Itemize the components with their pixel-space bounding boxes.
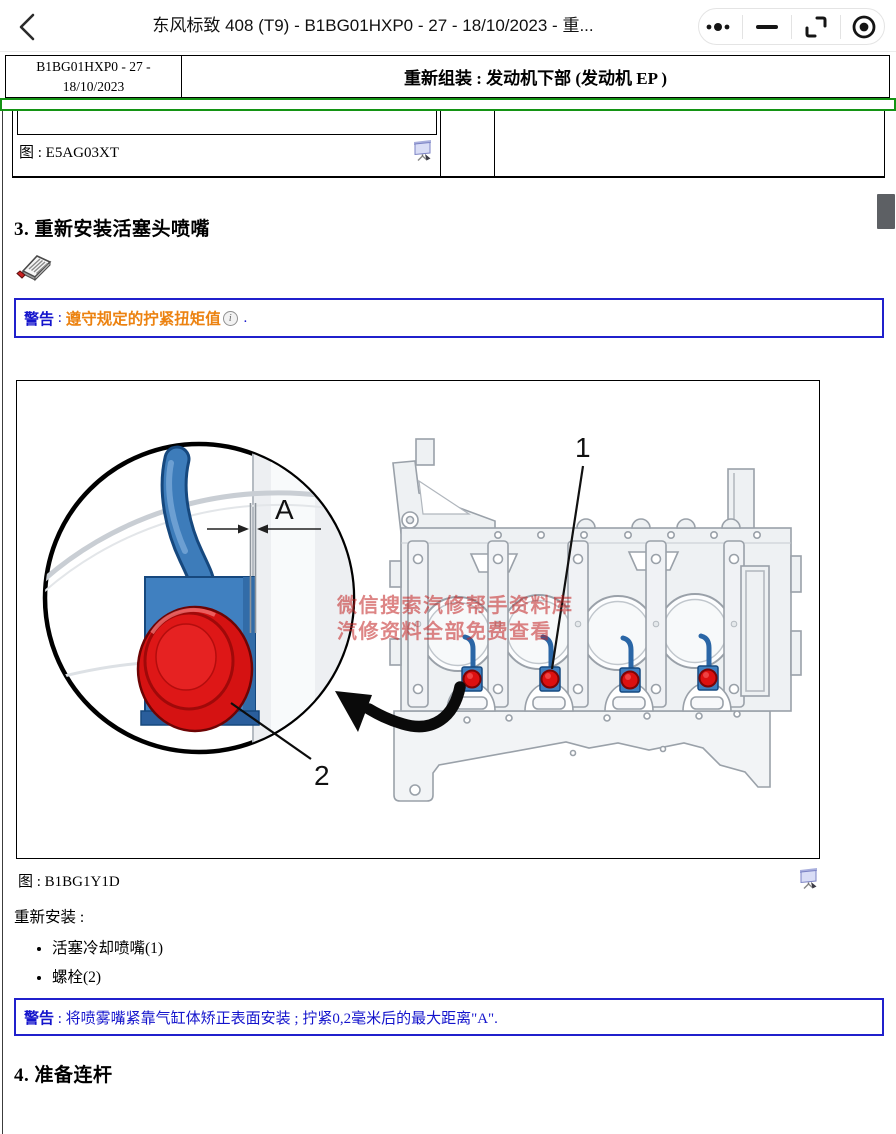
figure-caption-row: 图 : B1BG1Y1D	[16, 868, 820, 892]
section-4-heading: 4. 准备连杆	[14, 1065, 113, 1086]
capsule-divider	[790, 14, 792, 39]
zoom-arrow	[335, 681, 466, 733]
chevron-left-icon	[19, 13, 35, 41]
callout-2-label: 2	[314, 760, 330, 791]
reinstall-list: 活塞冷却喷嘴(1) 螺栓(2)	[52, 936, 163, 987]
top-figure-image-clipped	[17, 111, 437, 135]
restore-window-icon[interactable]	[801, 14, 831, 40]
watermark-line2: 汽修资料全部免费查看	[337, 619, 552, 643]
topbar: 东风标致 408 (T9) - B1BG01HXP0 - 27 - 18/10/…	[0, 0, 896, 52]
list-item: 螺栓(2)	[52, 965, 163, 987]
warning-label: 警告	[24, 1010, 55, 1027]
top-figure-cell: 图 : E5AG03XT	[13, 111, 441, 176]
info-icon[interactable]: i	[222, 310, 238, 326]
reinstall-title: 重新安装 :	[14, 909, 85, 926]
doc-reference: B1BG01HXP0 - 27 - 18/10/2023	[6, 56, 182, 97]
back-button[interactable]	[14, 12, 44, 42]
torque-value-link[interactable]: 遵守规定的拧紧扭矩值	[65, 311, 221, 328]
keypad-note-icon[interactable]	[16, 250, 52, 287]
green-table-strip	[0, 98, 896, 111]
watermark: 微信搜索汽修帮手资料库 汽修资料全部免费查看	[336, 593, 574, 643]
doc-ref-line2: 18/10/2023	[62, 78, 125, 94]
top-table-empty-cell	[495, 111, 884, 176]
more-dots-icon[interactable]	[703, 14, 733, 40]
projector-screen-icon[interactable]	[799, 868, 818, 894]
minimize-icon[interactable]	[752, 14, 782, 40]
engine-diagram: 1	[42, 432, 802, 802]
warning-suffix: .	[239, 309, 248, 326]
section-3-heading: 3. 重新安装活塞头喷嘴	[14, 219, 211, 240]
list-item: 活塞冷却喷嘴(1)	[52, 936, 163, 958]
top-table-spacer-cell	[441, 111, 495, 176]
dimension-a: A	[207, 494, 321, 534]
callout-2-leader	[230, 702, 312, 760]
doc-header-table: B1BG01HXP0 - 27 - 18/10/2023 重新组装 : 发动机下…	[5, 55, 890, 98]
capsule-divider	[839, 14, 841, 39]
detail-inset-art	[45, 444, 353, 752]
doc-title: 重新组装 : 发动机下部 (发动机 EP )	[403, 69, 668, 88]
warning-text: : 将喷雾嘴紧靠气缸体矫正表面安装 ; 拧紧0,2毫米后的最大距离"A".	[54, 1010, 498, 1027]
engine-block-art	[389, 438, 802, 802]
content-left-border	[2, 111, 3, 1134]
window-title: 东风标致 408 (T9) - B1BG01HXP0 - 27 - 18/10/…	[152, 16, 594, 35]
warning-box-install: 警告 : 将喷雾嘴紧靠气缸体矫正表面安装 ; 拧紧0,2毫米后的最大距离"A".	[14, 998, 884, 1036]
warning-label: 警告	[24, 311, 55, 328]
scrollbar-thumb[interactable]	[877, 194, 895, 229]
callout-1-label: 1	[575, 432, 591, 463]
warning-separator: :	[54, 309, 66, 326]
target-close-icon[interactable]	[849, 14, 879, 40]
oil-jet-nozzles	[461, 633, 719, 693]
projector-screen-icon[interactable]	[413, 140, 432, 166]
doc-ref-line1: B1BG01HXP0 - 27 -	[36, 58, 151, 74]
capsule-divider	[742, 14, 744, 39]
watermark-line1: 微信搜索汽修帮手资料库	[336, 593, 574, 617]
callout-1-leader	[550, 465, 585, 670]
top-figure-table: 图 : E5AG03XT	[12, 111, 885, 178]
figure-b1bg1y1d: 1	[16, 380, 820, 859]
reinstall-block: 重新安装 : 活塞冷却喷嘴(1) 螺栓(2)	[14, 905, 163, 994]
callout-a-label: A	[275, 494, 294, 525]
top-figure-caption: 图 : E5AG03XT	[19, 145, 119, 161]
figure-caption: 图 : B1BG1Y1D	[18, 874, 120, 890]
capsule-button-group	[698, 8, 885, 45]
